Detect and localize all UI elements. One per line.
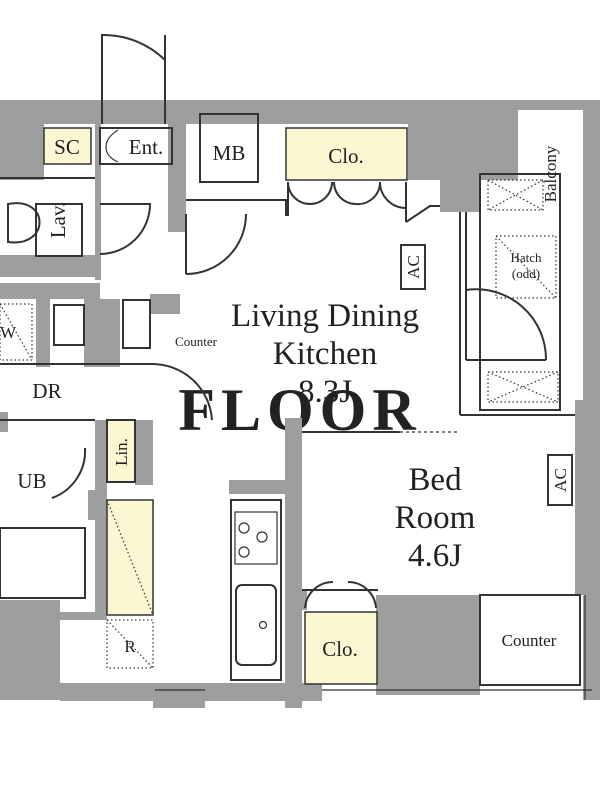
entrance-label: Ent.: [129, 135, 163, 159]
lav-label: Lav.: [46, 202, 70, 239]
ldk-size: 8.3J: [298, 374, 352, 410]
fixtures: [0, 33, 592, 700]
bedroom-size: 4.6J: [408, 538, 462, 574]
sc-label: SC: [54, 135, 80, 159]
mb-label: MB: [213, 141, 246, 165]
counter-right-label: Counter: [502, 631, 557, 650]
ac-bed-label: AC: [551, 468, 570, 492]
walls: [0, 100, 600, 708]
ldk-label-line2: Kitchen: [273, 336, 377, 372]
ldk-label-line1: Living Dining: [231, 298, 419, 334]
ac-ldk-label: AC: [404, 255, 423, 279]
r-label: R: [124, 637, 136, 656]
bedroom-label-line1: Bed: [408, 462, 462, 498]
hatch-label-line1: Hatch: [510, 250, 542, 265]
counter-small-label: Counter: [175, 334, 218, 349]
closet-top-label: Clo.: [328, 144, 364, 168]
bedroom-label-line2: Room: [395, 500, 476, 536]
w-label: W: [0, 323, 17, 342]
ub-label: UB: [17, 469, 46, 493]
balcony-label: Balcony: [541, 145, 560, 202]
lin-label: Lin.: [112, 438, 131, 466]
closet-bottom-label: Clo.: [322, 637, 358, 661]
dr-label: DR: [32, 379, 61, 403]
hatch-label-line2: (odd): [512, 266, 540, 281]
